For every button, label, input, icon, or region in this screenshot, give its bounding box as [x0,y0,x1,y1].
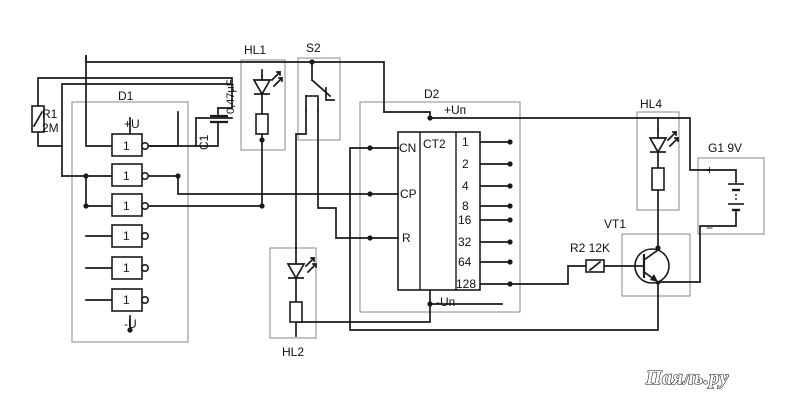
g1-label: G1 9V [708,141,742,155]
out-32: 32 [458,235,472,249]
g1-frame [697,157,765,235]
inverter-5: 1 [111,256,150,280]
hl1-frame [240,59,286,151]
inverter-3: 1 [111,193,150,217]
gate-label: 1 [123,139,130,153]
d2-plus-label: +Uп [444,103,466,117]
out-64: 64 [458,255,472,269]
inverter-6: 1 [111,288,150,312]
r1-resistor: R1 2M [31,105,59,135]
out-16: 16 [458,213,472,227]
inverter-1: 1 [111,133,150,157]
gate-label: 1 [123,229,130,243]
hl1-label: HL1 [244,43,266,57]
out-8: 8 [462,199,469,213]
g1-plus: + [706,163,713,177]
d1-chip: D1 +U -U 1 1 1 1 1 [111,89,150,331]
gate-label: 1 [123,169,130,183]
d1-minus-label: -U [124,317,137,331]
s2-frame [297,57,341,141]
r1-value: 2M [42,121,59,135]
c1-value: 0,47μF [225,79,237,114]
r2-label: R2 12K [570,241,610,255]
vt1-transistor: VT1 [604,217,670,284]
pin-cp: CP [400,187,417,201]
c1-capacitor: C1 0,47μF [195,79,237,150]
gate-label: 1 [123,293,130,307]
pin-cn: CN [399,141,416,155]
d2-chip: D2 +Uп -Uп CT2 CN CP R 1 2 4 8 16 32 64 … [369,87,481,309]
g1-minus: − [706,221,713,235]
d2-minus-label: -Uп [436,295,455,309]
g1-battery: G1 9V + − [706,141,744,235]
hl2-led: HL2 [282,247,318,359]
out-128: 128 [456,277,476,291]
out-1: 1 [462,135,469,149]
d2-label: D2 [424,87,440,101]
inverter-4: 1 [111,224,150,248]
d2-frame [359,101,521,313]
junctions [83,59,661,333]
hl4-label: HL4 [640,97,662,111]
hl1-led: HL1 [244,43,284,141]
gate-label: 1 [123,261,130,275]
pin-r: R [402,231,411,245]
d1-plus-label: +U [124,117,140,131]
out-4: 4 [462,179,469,193]
d1-frame [71,101,189,343]
vt1-label: VT1 [604,217,626,231]
s2-label: S2 [306,41,321,55]
hl2-label: HL2 [282,345,304,359]
hl2-frame [269,247,317,339]
ct2-body [397,131,481,291]
c1-label: C1 [197,134,211,150]
r1-label: R1 [42,107,58,121]
d1-label: D1 [118,89,134,103]
vt1-frame [621,233,691,297]
hl4-led: HL4 [640,97,680,191]
ct2-label: CT2 [423,137,446,151]
r2-resistor: R2 12K [570,241,610,273]
out-2: 2 [462,157,469,171]
watermark: Паяль.ру [645,367,729,389]
gate-label: 1 [123,199,130,213]
s2-switch: S2 [305,41,335,111]
inverter-2: 1 [111,163,150,187]
